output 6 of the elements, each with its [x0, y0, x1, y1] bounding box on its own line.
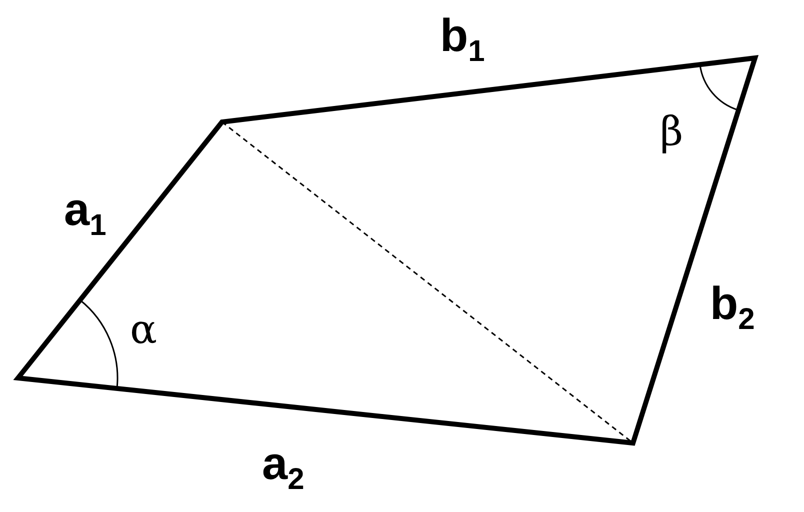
side-label: b$_{1}$ — [440, 12, 485, 67]
side-label: b$_{2}$ — [710, 280, 755, 335]
side-label: a$_{2}$ — [262, 440, 304, 495]
angle-label: α — [130, 310, 158, 350]
angle-label: β — [660, 112, 684, 152]
side-label: a$_{1}$ — [64, 186, 106, 241]
